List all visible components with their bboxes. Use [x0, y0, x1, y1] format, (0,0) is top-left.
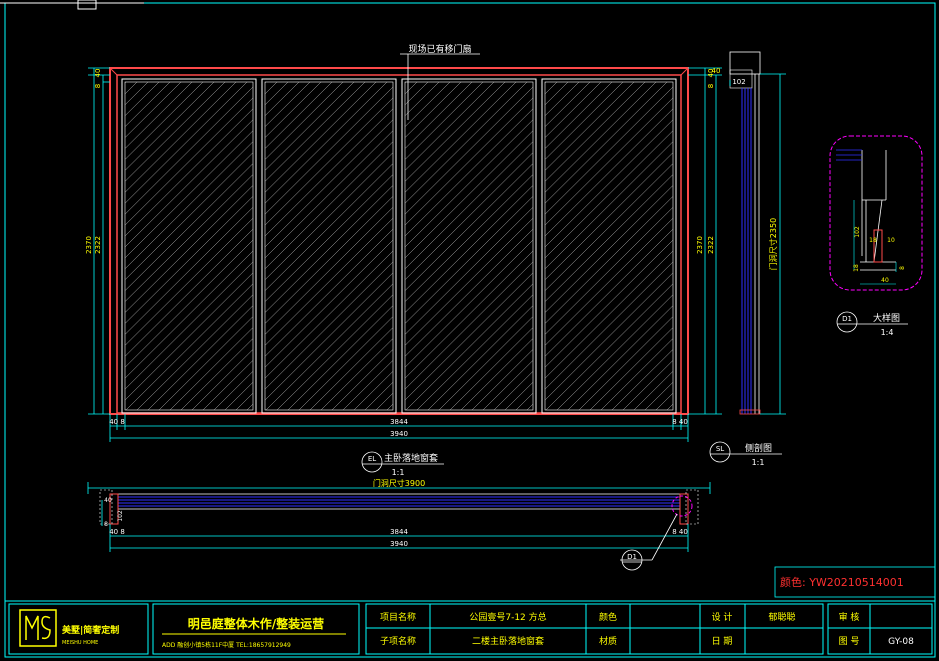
corner-marker	[77, 0, 97, 10]
dim-plan-door-opening: 门洞尺寸3900	[373, 478, 425, 488]
sub-value: 二楼主卧落地窗套	[472, 635, 544, 647]
sheet-border	[4, 2, 936, 602]
drawing-no-value: GY-08	[888, 637, 914, 647]
logo-mark	[19, 609, 57, 647]
front-elevation	[109, 67, 689, 415]
dim-detail-102: 102	[854, 226, 861, 238]
glass-pane-frame	[401, 78, 537, 414]
top-note: 现场已有移门扇	[408, 43, 471, 55]
glass-pane-frame	[541, 78, 677, 414]
dim-detail-8: 8	[899, 266, 906, 270]
dim-detail-40: 40	[881, 277, 889, 284]
drawing-no-label: 图 号	[839, 636, 860, 647]
project-label: 项目名称	[380, 611, 416, 623]
drawing-texts: 现场已有移门扇 2370 2322 40 8 2370 2322 40 8 40…	[62, 43, 914, 649]
elevation-scale: 1:1	[392, 468, 405, 477]
frame-inner	[116, 74, 682, 414]
sub-label: 子项名称	[380, 635, 416, 647]
top-note-leader	[400, 53, 480, 120]
material-label: 材质	[599, 635, 617, 647]
dim-front-bottom-total: 3940	[390, 430, 408, 438]
company-address: ADD 融创小镇5栋11F中厦 TEL:18657912949	[162, 641, 291, 649]
detail-code: D1	[842, 315, 852, 323]
glass-hatching	[125, 82, 253, 410]
review-label: 审 核	[839, 611, 860, 623]
dim-plan-left-a: 40	[104, 497, 112, 504]
glass-hatching	[265, 82, 393, 410]
front-left-dimensions	[88, 67, 110, 415]
dim-plan-bottom-mid: 3844	[390, 528, 408, 536]
glass-pane	[404, 81, 534, 411]
plan-callout-code: D1	[627, 553, 637, 561]
dim-front-top-b: 8	[94, 84, 102, 88]
side-section	[729, 51, 761, 415]
front-bottom-dimensions	[109, 414, 689, 442]
plan-dimensions	[87, 482, 711, 552]
dim-front-right-outer: 2370	[696, 236, 704, 254]
dim-plan-bottom-total: 3940	[390, 540, 408, 548]
dim-front-right-top-b: 8	[707, 84, 715, 88]
elevation-name: 主卧落地窗套	[384, 452, 438, 464]
detail-name: 大样图	[873, 312, 900, 324]
design-value: 郁聪聪	[768, 611, 795, 623]
glass-hatching	[405, 82, 533, 410]
elevation-code: EL	[368, 455, 376, 463]
dim-side-top-small: 40	[712, 67, 721, 75]
glass-pane	[544, 81, 674, 411]
section-code: SL	[716, 445, 724, 453]
color-label: 颜色	[599, 611, 617, 623]
front-right-dimensions	[688, 67, 722, 415]
company-name: 明邑庭整体木作/整装运营	[188, 616, 324, 631]
dim-side-door-opening: 门洞尺寸2350	[768, 218, 778, 270]
section-name: 侧剖图	[745, 442, 772, 454]
dim-front-bottom-mid: 3844	[390, 418, 408, 426]
dim-plan-bottom-right: 8 40	[672, 528, 688, 536]
dim-detail-18: 18	[869, 237, 877, 244]
view-title-symbols	[361, 311, 908, 571]
side-dimensions	[729, 73, 786, 415]
dim-front-right-inner: 2322	[707, 236, 715, 254]
logo-sub: MEISHU HOME	[62, 640, 98, 646]
dim-side-top-width: 102	[732, 78, 745, 86]
glass-pane	[124, 81, 254, 411]
dim-front-left-outer: 2370	[85, 236, 93, 254]
glass-pane-frame	[121, 78, 257, 414]
dim-plan-bottom-left: 40 8	[109, 528, 125, 536]
plan-view	[99, 489, 699, 525]
color-note: 颜色: YW20210514001	[780, 575, 904, 589]
glass-pane-frame	[261, 78, 397, 414]
dim-front-right-top-a: 40	[707, 69, 715, 78]
project-value: 公园壹号7-12 方总	[469, 611, 546, 623]
plan-callout-leader	[620, 513, 678, 561]
dim-front-bottom-right: 8 40	[672, 418, 688, 426]
glass-hatching	[545, 82, 673, 410]
detail-scale: 1:4	[881, 328, 894, 337]
dim-detail-10: 10	[887, 237, 895, 244]
design-label: 设 计	[712, 611, 733, 623]
date-label: 日 期	[712, 636, 733, 647]
detail-d1	[829, 135, 923, 291]
frame-outer	[109, 67, 689, 415]
color-note-box	[774, 566, 936, 598]
dim-plan-left-b: 102	[117, 510, 124, 522]
section-scale: 1:1	[752, 458, 765, 467]
dim-front-bottom-left: 40 8	[109, 418, 125, 426]
glass-pane	[264, 81, 394, 411]
dim-front-left-inner: 2322	[94, 236, 102, 254]
title-block	[4, 600, 936, 658]
logo-text: 美墅|简奢定制	[62, 624, 119, 636]
dim-front-top-a: 40	[94, 69, 102, 78]
dim-plan-left-c: 8	[104, 521, 108, 528]
dim-detail-s18: 18	[853, 264, 860, 272]
